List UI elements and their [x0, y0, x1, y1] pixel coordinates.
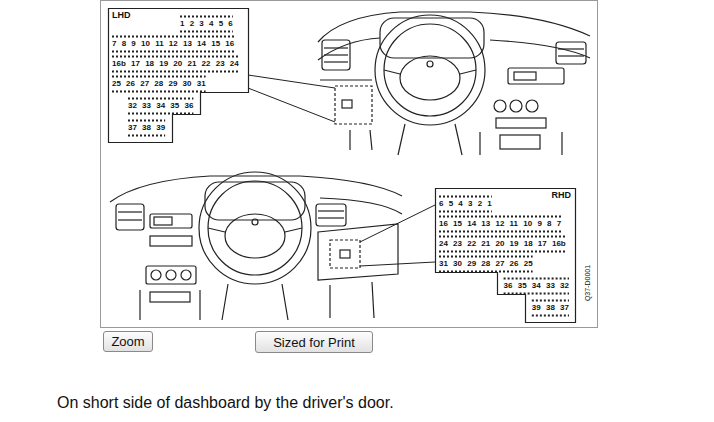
fuse-slot-marks — [439, 251, 566, 253]
fuse-numbers: 37 38 39 — [128, 123, 165, 133]
fuse-numbers: 39 38 37 — [532, 303, 569, 313]
fuse-box-outline — [435, 188, 575, 322]
fuse-box-diagram: RHD 6 5 4 3 2 1 16 15 14 13 12 11 10 9 8 7… — [435, 188, 575, 322]
button: Zoom — [103, 331, 153, 352]
fuse-slot-marks — [439, 231, 561, 233]
fuse-numbers: 1 2 3 4 5 6 — [180, 19, 233, 29]
fuse-box-outline — [108, 8, 248, 142]
fuse-box-border — [109, 9, 249, 143]
rhd-dashboard — [110, 172, 402, 320]
fuse-slot-marks — [112, 91, 206, 93]
fuse-numbers: 7 8 9 10 11 12 13 14 15 16 — [112, 39, 234, 49]
fuse-numbers: 16b 17 18 19 20 21 22 23 24 — [112, 59, 239, 69]
fuse-slot-marks — [504, 293, 569, 295]
fuse-slot-marks — [112, 36, 234, 38]
picture-frame — [101, 1, 598, 328]
fuse-slot-marks — [439, 236, 566, 238]
fuse-slot-marks — [532, 315, 569, 317]
fuse-slot-marks — [180, 31, 233, 33]
fuse-slot-marks — [439, 211, 492, 213]
leader-line — [248, 75, 335, 122]
fuse-numbers: 36 35 34 33 32 — [504, 281, 569, 291]
fuse-slot-marks — [180, 16, 233, 18]
button-label: Sized for Print — [273, 335, 355, 350]
leader-line — [360, 205, 435, 266]
fuse-box-diagram: LHD 1 2 3 4 5 6 7 8 9 10 11 12 13 14 15 16… — [108, 8, 248, 142]
fuse-slot-marks — [128, 113, 193, 115]
caption: On short side of dashboard by the driver… — [57, 393, 394, 412]
fuse-slot-marks — [439, 271, 533, 273]
fuse-slot-marks — [112, 71, 239, 73]
fuse-box-label: LHD — [112, 10, 131, 20]
fuse-slot-marks — [439, 196, 492, 198]
fuse-slot-marks — [128, 135, 165, 137]
fuse-numbers: 24 23 22 21 20 19 18 17 16b — [439, 239, 566, 249]
fuse-slot-marks — [112, 56, 239, 58]
button: Sized for Print — [255, 331, 373, 353]
fuse-slot-marks — [532, 300, 569, 302]
button-label: Zoom — [111, 334, 144, 349]
lhd-dashboard — [318, 12, 590, 155]
fuse-slot-marks — [439, 216, 561, 218]
fuse-slot-marks — [128, 120, 165, 122]
fuse-slot-marks — [112, 51, 234, 53]
fuse-box-border — [436, 189, 576, 323]
fuse-numbers: 32 33 34 35 36 — [128, 101, 193, 111]
fuse-slot-marks — [439, 256, 533, 258]
fuse-numbers: 6 5 4 3 2 1 — [439, 199, 492, 209]
fuse-numbers: 25 26 27 28 29 30 31 — [112, 79, 206, 89]
fuse-numbers: 16 15 14 13 12 11 10 9 8 7 — [439, 219, 561, 229]
fuse-numbers: 31 30 29 28 27 26 25 — [439, 259, 533, 269]
fuse-slot-marks — [504, 278, 569, 280]
fuse-box-label: RHD — [552, 190, 572, 200]
fuse-slot-marks — [112, 76, 206, 78]
drawing-id: Q37-D0001 — [584, 265, 592, 301]
fuse-slot-marks — [128, 98, 193, 100]
